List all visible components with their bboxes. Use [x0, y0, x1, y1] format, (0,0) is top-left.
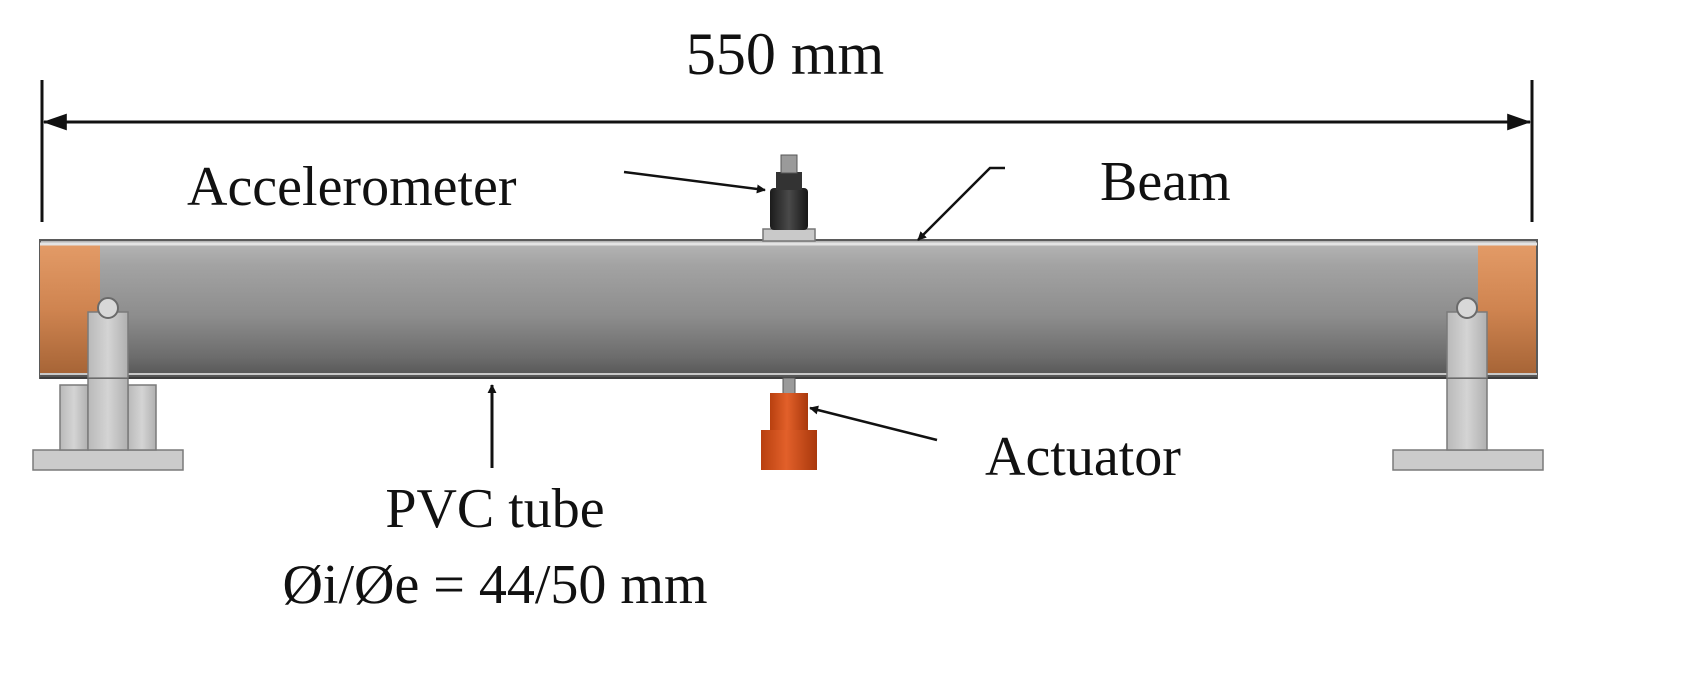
tube-label: PVC tube	[385, 478, 604, 540]
leader-lines	[487, 166, 1005, 468]
diameter-label: Øi/Øe = 44/50 mm	[282, 554, 707, 616]
actuator-leader-arrow-icon	[809, 405, 938, 442]
accelerometer	[762, 154, 816, 242]
actuator	[761, 377, 817, 470]
dimension-label: 550 mm	[686, 21, 884, 87]
accelerometer-label: Accelerometer	[187, 156, 517, 218]
accelerometer-leader-arrow-icon	[623, 170, 766, 194]
dimension-annotation: 550 mm	[40, 21, 1534, 222]
beam-label: Beam	[1100, 151, 1231, 213]
actuator-label: Actuator	[985, 426, 1181, 488]
beam	[39, 239, 1538, 379]
beam-leader-arrow-icon	[917, 166, 1005, 241]
